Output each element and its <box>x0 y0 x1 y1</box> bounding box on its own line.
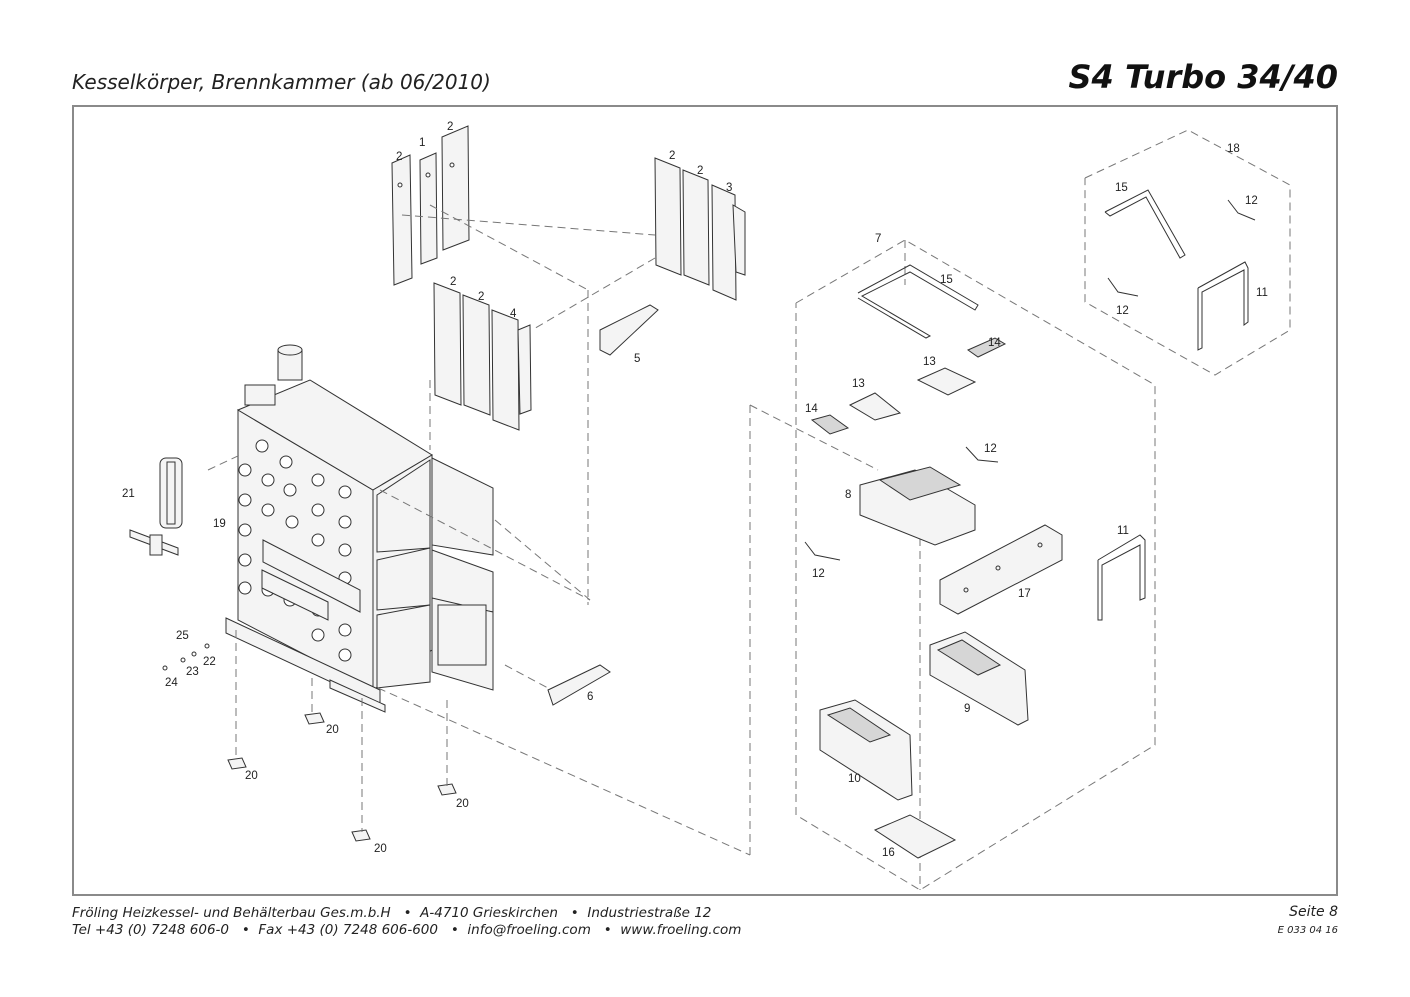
feet-20 <box>227 712 457 842</box>
label-17: 17 <box>1018 588 1031 600</box>
label-5: 5 <box>634 353 640 365</box>
label-15: 15 <box>940 274 953 286</box>
label-20: 20 <box>245 770 258 782</box>
label-12: 12 <box>1245 195 1258 207</box>
label-18: 18 <box>1227 143 1240 155</box>
screws <box>162 643 210 671</box>
label-20: 20 <box>326 724 339 736</box>
document-code: E 033 04 16 <box>1277 925 1338 936</box>
label-10: 10 <box>848 773 861 785</box>
combustion-chamber-group <box>795 239 1156 891</box>
label-12: 12 <box>1116 305 1129 317</box>
side-plates-group <box>654 157 746 301</box>
label-8: 8 <box>845 489 851 501</box>
drawing-frame <box>72 105 1338 896</box>
label-12: 12 <box>984 443 997 455</box>
label-24: 24 <box>165 677 178 689</box>
label-6: 6 <box>587 691 593 703</box>
bracket-6 <box>547 664 611 706</box>
label-7: 7 <box>875 233 881 245</box>
label-11: 11 <box>1256 287 1268 299</box>
label-4: 4 <box>510 308 517 320</box>
label-13: 13 <box>923 356 936 368</box>
label-12: 12 <box>812 568 825 580</box>
label-2: 2 <box>447 121 453 133</box>
footer-contact-line: Tel +43 (0) 7248 606-0 • Fax +43 (0) 724… <box>72 922 742 938</box>
label-16: 16 <box>882 847 895 859</box>
label-20: 20 <box>456 798 469 810</box>
label-22: 22 <box>203 656 216 668</box>
label-2: 2 <box>669 150 675 162</box>
boiler-body <box>225 344 494 713</box>
label-25: 25 <box>176 630 189 642</box>
label-2: 2 <box>697 165 703 177</box>
label-13: 13 <box>852 378 865 390</box>
label-19: 19 <box>213 518 226 530</box>
model-title: S4 Turbo 34/40 <box>1068 58 1339 96</box>
label-14: 14 <box>805 403 818 415</box>
label-21: 21 <box>122 488 135 500</box>
label-9: 9 <box>964 703 970 715</box>
label-2: 2 <box>478 291 484 303</box>
label-2: 2 <box>450 276 456 288</box>
spare-parts-group <box>1084 129 1291 376</box>
label-15: 15 <box>1115 182 1128 194</box>
label-3: 3 <box>726 182 732 194</box>
label-14: 14 <box>988 337 1001 349</box>
label-23: 23 <box>186 666 199 678</box>
safety-heat-exchanger <box>129 457 183 556</box>
label-1: 1 <box>419 137 425 149</box>
label-20: 20 <box>374 843 387 855</box>
middle-plates-group <box>433 282 532 431</box>
bracket-5 <box>599 304 659 356</box>
label-2: 2 <box>396 151 402 163</box>
leader-lines <box>207 204 879 856</box>
page-subtitle: Kesselkörper, Brennkammer (ab 06/2010) <box>72 70 491 94</box>
footer-company-line: Fröling Heizkessel- und Behälterbau Ges.… <box>72 905 712 921</box>
page-number: Seite 8 <box>1289 904 1338 920</box>
part-labels: 2 1 2 2 2 3 2 2 4 5 6 7 8 9 10 11 11 12 … <box>122 121 1268 859</box>
label-11: 11 <box>1117 525 1129 537</box>
